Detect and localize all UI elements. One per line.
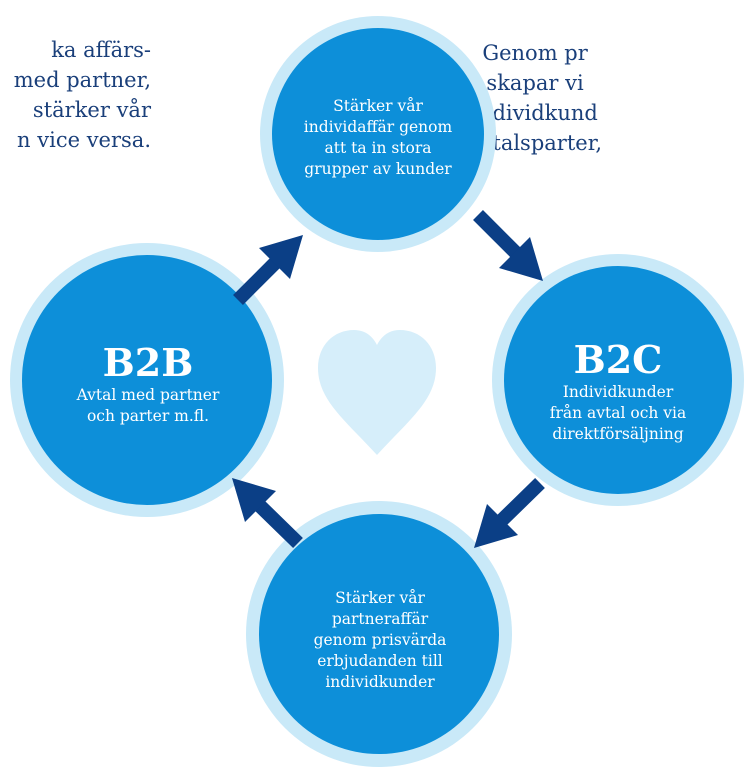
bottom-node-circle [259,514,499,754]
left-context-line: n vice versa. [17,128,151,152]
b2c-line: från avtal och via [549,404,687,422]
top-node-line: Stärker vår [333,97,423,115]
top-node-line: grupper av kunder [304,160,452,178]
arrow-b2b-to-top [233,235,303,305]
arrow-b2c-to-bottom [474,477,545,548]
arrow-bottom-to-b2b [232,478,303,549]
right-context-line: Genom pr [482,41,588,65]
left-context-line: stärker vår [32,98,151,122]
top-node-line: individaffär genom [303,118,453,136]
top-node-text: Stärker vår individaffär genom att ta in… [293,96,463,180]
b2b-line: Avtal med partner [76,386,220,404]
left-node [10,243,284,517]
bottom-node-line: partneraffär [331,610,429,628]
left-context-text: ka affärs- med partner, stärker vår n vi… [14,35,151,155]
top-node [260,16,496,252]
b2c-line: direktförsäljning [552,425,684,443]
left-context-line: med partner, [13,68,151,92]
bottom-node-line: genom prisvärda [313,631,447,649]
top-node-circle [272,28,484,240]
arrow-top-to-b2c [473,210,543,281]
right-node [492,254,744,506]
bottom-node-line: Stärker vår [335,589,425,607]
bottom-node-line: erbjudanden till [317,652,443,670]
bottom-node-text: Stärker vår partneraffär genom prisvärda… [290,588,470,693]
left-context-line: ka affärs- [51,38,151,62]
b2c-node-text: B2C Individkunder från avtal och via dir… [510,338,726,445]
b2b-title: B2B [102,340,194,385]
right-context-line: skapar vi [486,71,584,95]
b2b-node-text: B2B Avtal med partner och parter m.fl. [28,341,268,427]
heart-icon [318,330,436,455]
b2c-line: Individkunder [562,383,674,401]
top-node-line: att ta in stora [324,139,432,157]
b2b-line: och parter m.fl. [86,407,210,425]
b2c-title: B2C [573,337,663,382]
bottom-node [246,501,512,767]
right-node-circle [504,266,732,494]
left-node-circle [22,255,272,505]
bottom-node-line: individkunder [325,673,435,691]
